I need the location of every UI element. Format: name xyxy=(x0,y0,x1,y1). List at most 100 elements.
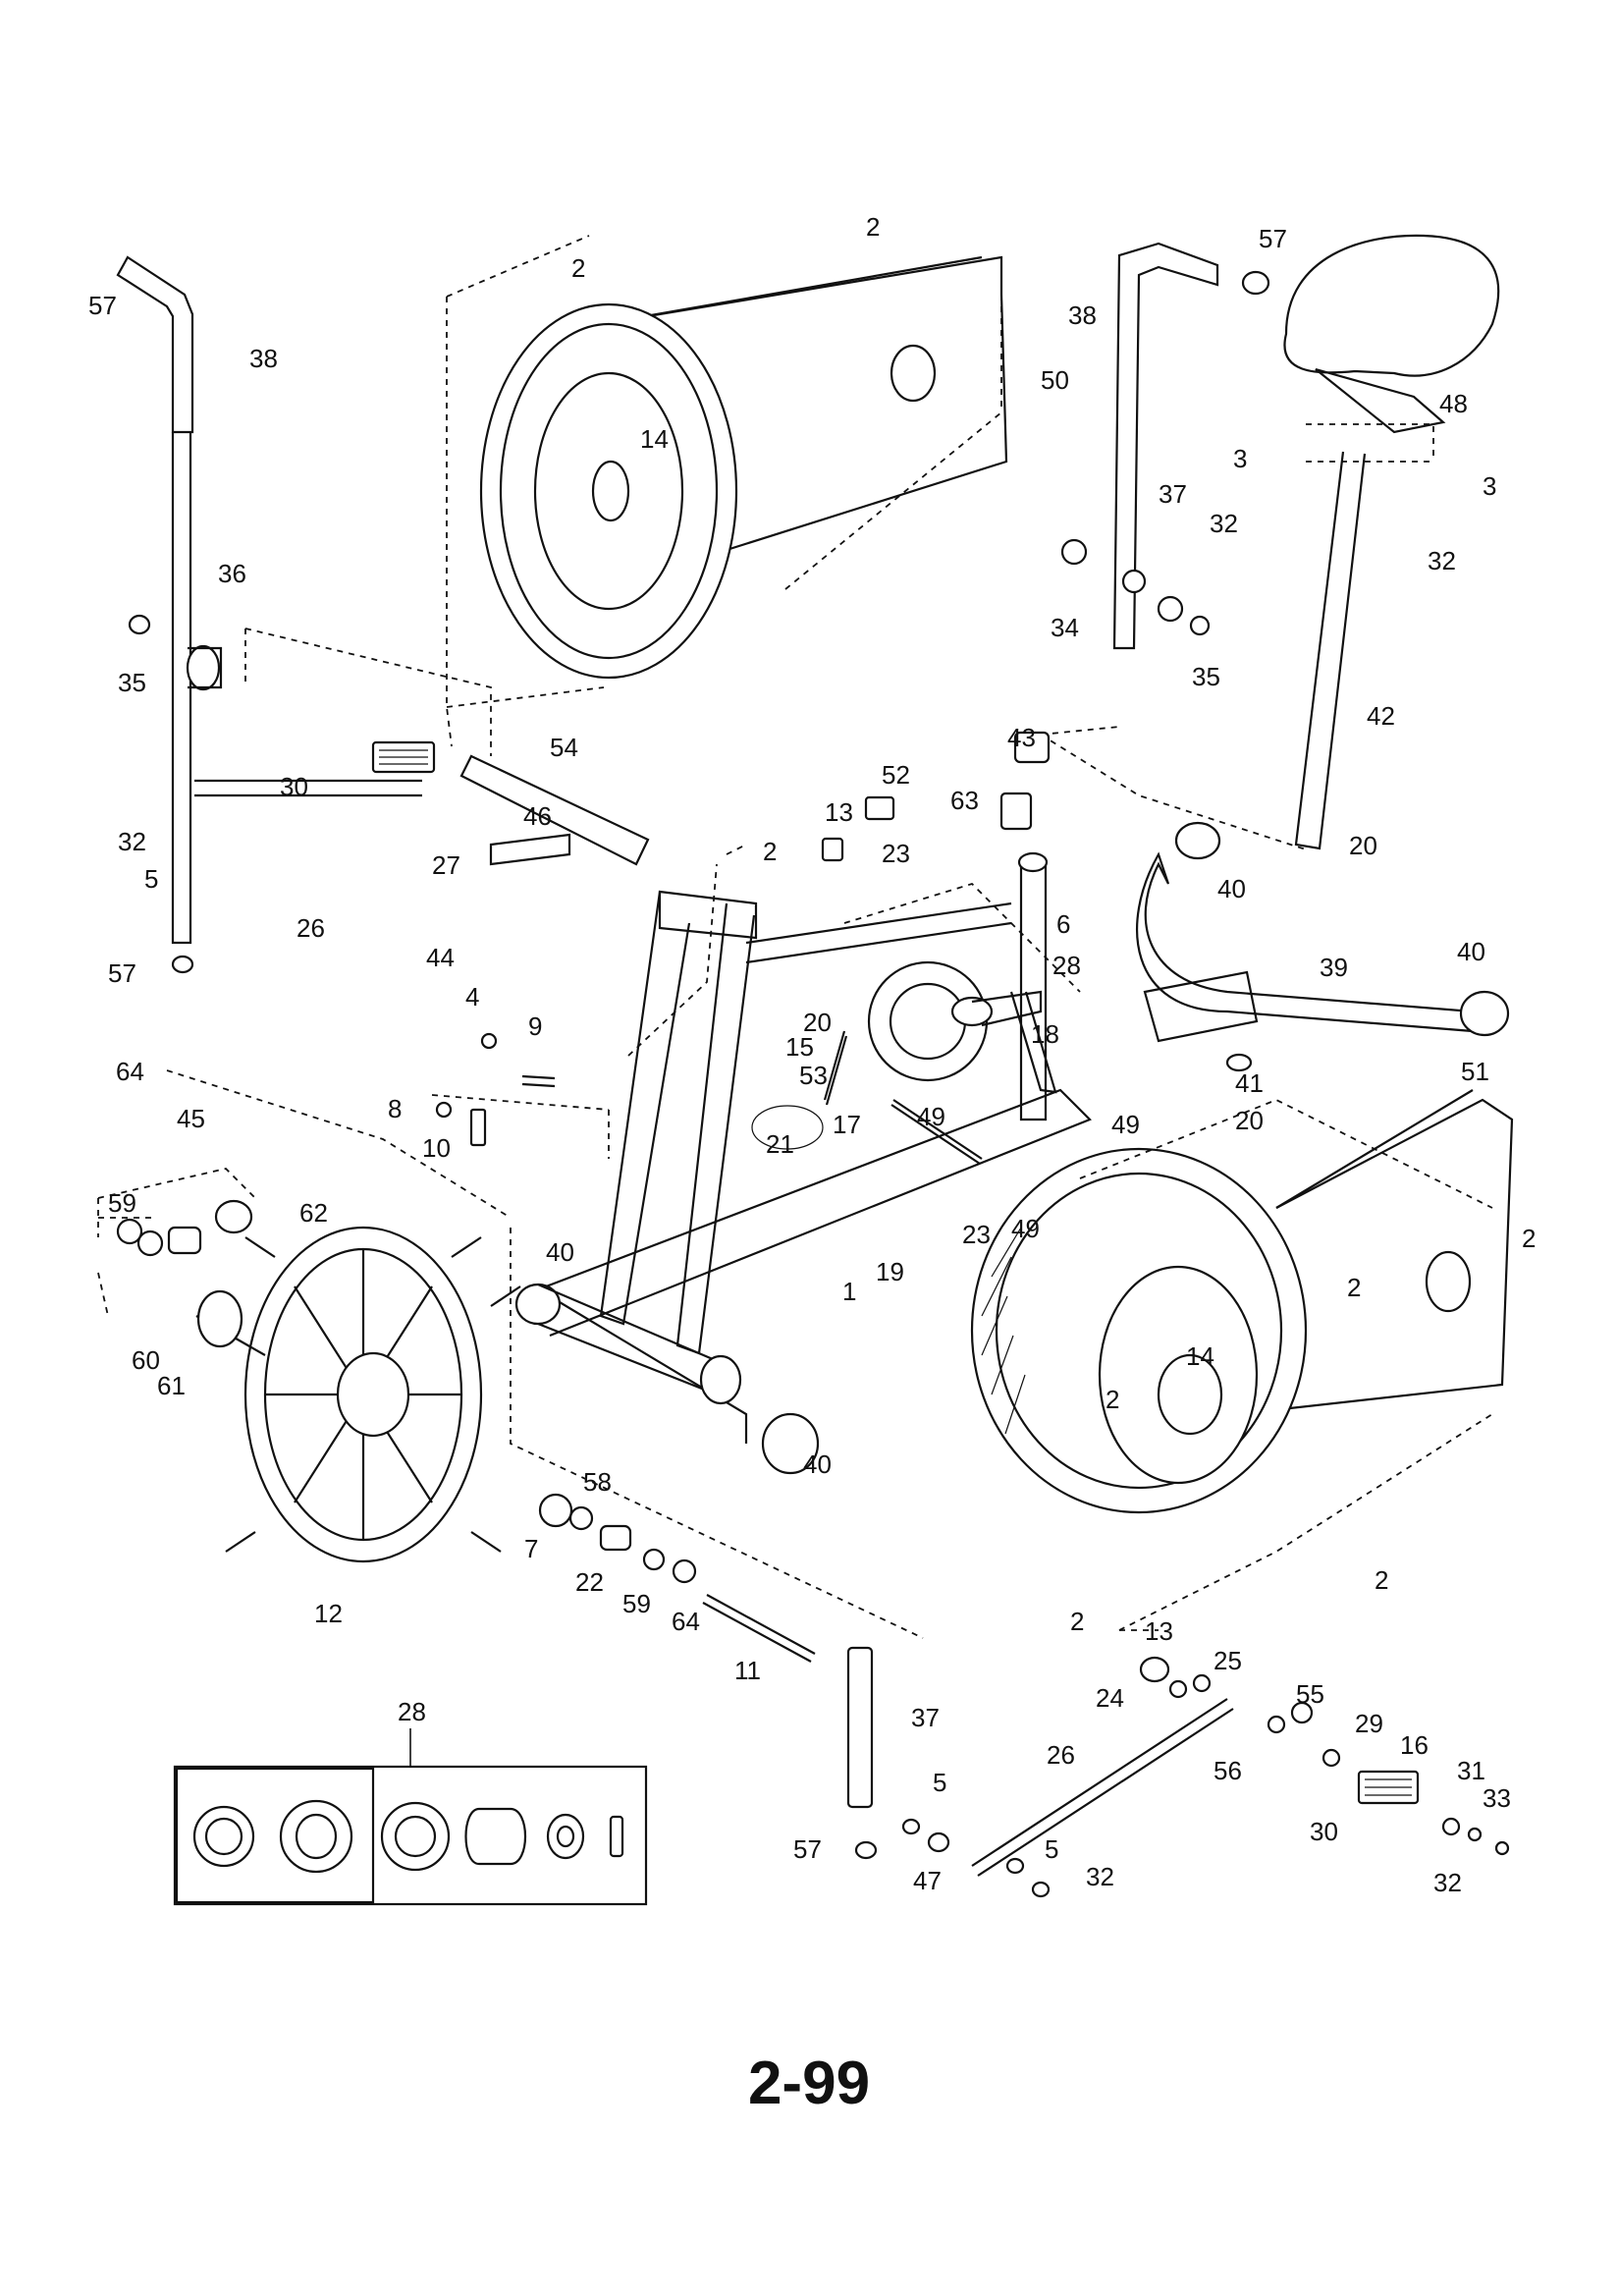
callout-label: 49 xyxy=(1111,1110,1140,1139)
callout-label: 12 xyxy=(314,1599,343,1628)
callout-label: 14 xyxy=(640,424,669,454)
callout-label: 61 xyxy=(157,1371,186,1400)
callout-label: 26 xyxy=(297,913,325,943)
callout-label: 3 xyxy=(1233,444,1247,473)
callout-label: 32 xyxy=(1433,1868,1462,1897)
right-handlebar-and-seat xyxy=(1040,234,1500,850)
callout-label: 49 xyxy=(1011,1214,1040,1243)
callout-label: 8 xyxy=(388,1094,402,1123)
callout-label: 27 xyxy=(432,850,460,880)
callout-label: 23 xyxy=(882,839,910,868)
callout-label: 20 xyxy=(803,1008,832,1037)
page-number: 2-99 xyxy=(748,2050,870,2117)
callout-label: 24 xyxy=(1096,1683,1124,1713)
right-shroud xyxy=(970,1089,1514,1631)
callout-label: 64 xyxy=(116,1057,144,1086)
callout-label: 57 xyxy=(88,291,117,320)
callout-label: 55 xyxy=(1296,1679,1324,1709)
callout-label: 2 xyxy=(1106,1385,1119,1414)
callout-label: 57 xyxy=(108,958,136,988)
callout-label: 5 xyxy=(144,864,158,894)
front-handlebar xyxy=(1135,821,1510,1072)
callout-label: 38 xyxy=(249,344,278,373)
callout-label: 43 xyxy=(1007,723,1036,752)
callout-label: 16 xyxy=(1400,1730,1429,1760)
callout-label: 62 xyxy=(299,1198,328,1228)
callout-label: 60 xyxy=(132,1345,160,1375)
callout-label: 34 xyxy=(1051,613,1079,642)
callout-label: 2 xyxy=(571,253,585,283)
callout-label: 5 xyxy=(933,1768,946,1797)
callout-label: 20 xyxy=(1235,1106,1264,1135)
callout-label: 39 xyxy=(1320,953,1348,982)
callout-label: 30 xyxy=(280,772,308,801)
callout-label: 49 xyxy=(917,1102,945,1131)
callout-label: 29 xyxy=(1355,1709,1383,1738)
callout-label: 40 xyxy=(1217,874,1246,903)
callout-label: 32 xyxy=(1086,1862,1114,1891)
callout-label: 44 xyxy=(426,943,455,972)
callout-label: 35 xyxy=(118,668,146,697)
callout-label: 28 xyxy=(398,1697,426,1726)
callout-label: 20 xyxy=(1349,831,1377,860)
callout-label: 54 xyxy=(550,733,578,762)
callout-label: 48 xyxy=(1439,389,1468,418)
callout-label: 32 xyxy=(1210,509,1238,538)
bearing-kit-inset xyxy=(173,1728,648,1906)
lower-crank-parts xyxy=(846,1629,1510,1898)
callout-label: 28 xyxy=(1052,951,1081,980)
main-frame xyxy=(431,731,1092,1475)
callout-label: 40 xyxy=(546,1237,574,1267)
callout-label: 38 xyxy=(1068,301,1097,330)
callout-label: 57 xyxy=(793,1834,822,1864)
callout-label: 45 xyxy=(177,1104,205,1133)
callout-label: 26 xyxy=(1047,1740,1075,1770)
callout-label: 2 xyxy=(763,837,777,866)
callout-label: 50 xyxy=(1041,365,1069,395)
callout-label: 17 xyxy=(833,1110,861,1139)
callout-label: 2 xyxy=(1522,1224,1536,1253)
callout-label: 2 xyxy=(866,212,880,242)
callout-label: 5 xyxy=(1045,1834,1058,1864)
callout-label: 41 xyxy=(1235,1068,1264,1098)
callout-label: 4 xyxy=(465,982,479,1011)
left-handlebar-assembly xyxy=(116,255,492,974)
callout-label: 36 xyxy=(218,559,246,588)
callout-label: 2 xyxy=(1347,1273,1361,1302)
callout-label: 13 xyxy=(1145,1616,1173,1646)
callout-label: 7 xyxy=(524,1534,538,1563)
fan-wheel-assembly xyxy=(97,1069,924,1663)
callout-label: 22 xyxy=(575,1567,604,1597)
callout-label: 40 xyxy=(1457,937,1485,966)
callout-label: 42 xyxy=(1367,701,1395,731)
callout-label: 11 xyxy=(734,1656,761,1685)
callout-label: 33 xyxy=(1483,1783,1511,1813)
callout-label: 21 xyxy=(766,1129,794,1159)
callout-label: 19 xyxy=(876,1257,904,1286)
callout-label: 35 xyxy=(1192,662,1220,691)
callout-label: 56 xyxy=(1214,1756,1242,1785)
callout-label: 53 xyxy=(799,1061,828,1090)
rear-shield-top xyxy=(446,235,1008,747)
callout-label: 64 xyxy=(672,1607,700,1636)
callout-label: 13 xyxy=(825,797,853,827)
callout-label: 25 xyxy=(1214,1646,1242,1675)
callout-label: 9 xyxy=(528,1011,542,1041)
callout-label: 46 xyxy=(523,801,552,831)
callout-label: 10 xyxy=(422,1133,451,1163)
callout-label: 59 xyxy=(622,1589,651,1618)
callout-label: 37 xyxy=(911,1703,940,1732)
callout-labels: 57 38 36 35 30 32 5 26 57 2 14 2 50 38 5… xyxy=(88,212,1536,1897)
callout-label: 58 xyxy=(583,1467,612,1497)
callout-label: 40 xyxy=(803,1449,832,1479)
callout-label: 2 xyxy=(1070,1607,1084,1636)
callout-label: 37 xyxy=(1159,479,1187,509)
callout-label: 18 xyxy=(1031,1019,1059,1049)
callout-label: 1 xyxy=(842,1277,856,1306)
callout-label: 23 xyxy=(962,1220,991,1249)
callout-label: 32 xyxy=(118,827,146,856)
callout-label: 32 xyxy=(1428,546,1456,575)
callout-label: 63 xyxy=(950,786,979,815)
callout-label: 30 xyxy=(1310,1817,1338,1846)
